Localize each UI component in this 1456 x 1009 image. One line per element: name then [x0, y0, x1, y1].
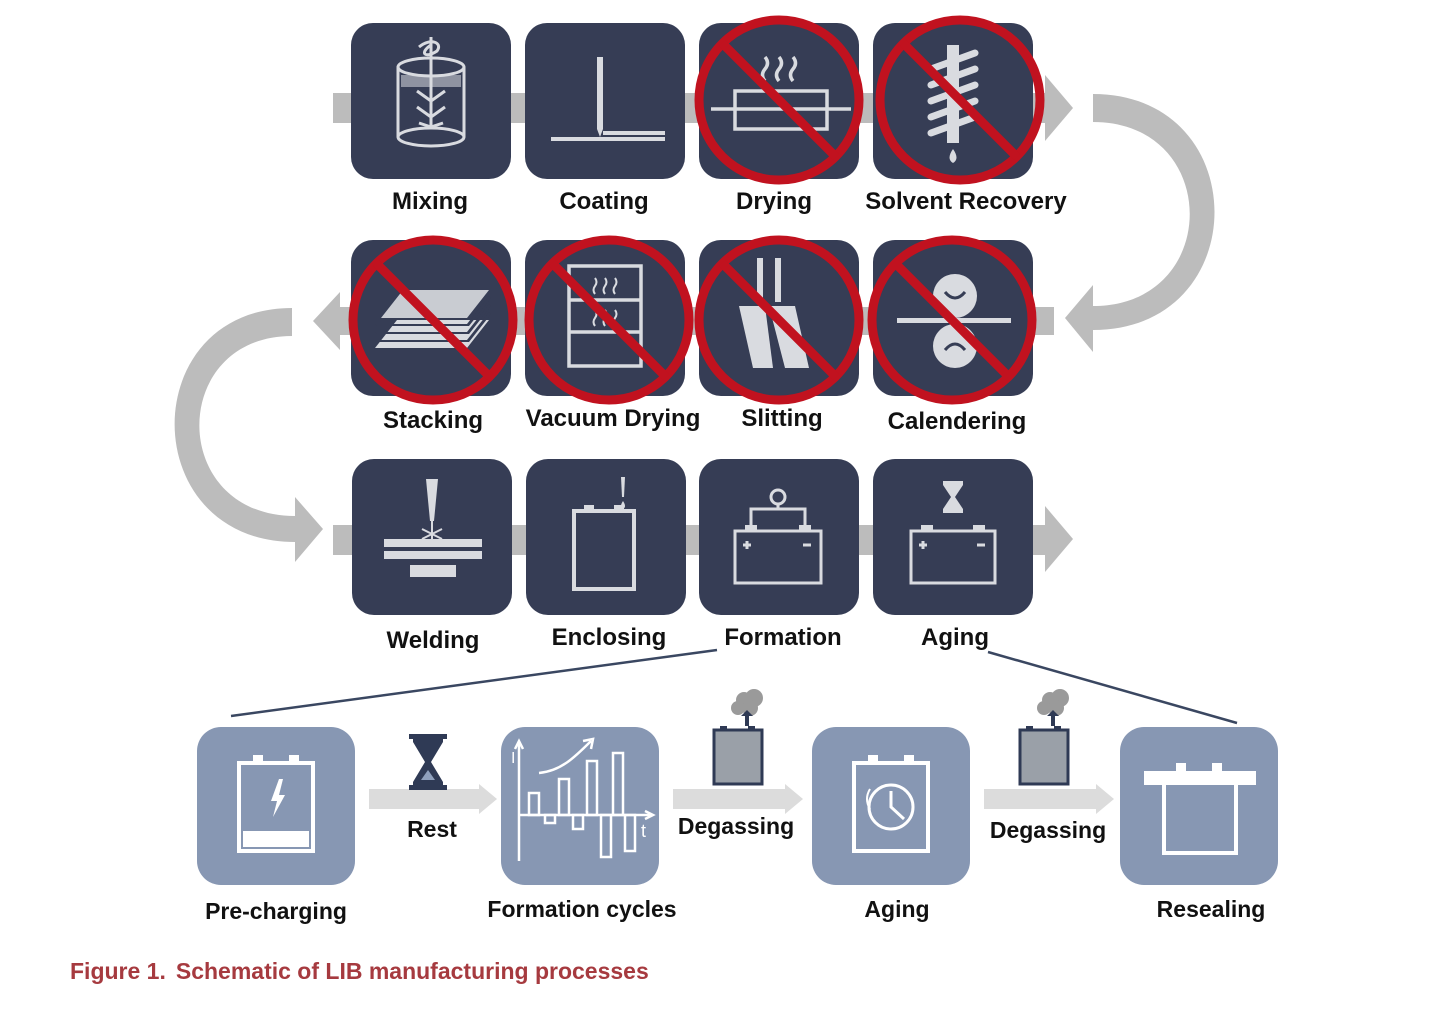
step-slitting-tile	[699, 240, 859, 396]
battery-aging-icon	[909, 481, 997, 585]
figure-number: Figure 1.	[70, 958, 166, 984]
cell-enclosure-icon	[572, 477, 636, 591]
step-welding-tile	[352, 459, 512, 615]
step-vacuum-drying-tile	[525, 240, 685, 396]
calender-rollers-icon	[897, 274, 1011, 368]
resealing-label: Resealing	[1156, 896, 1266, 922]
formation-cycles-tile: I t	[501, 727, 659, 885]
degassing-label-1: Degassing	[677, 813, 795, 839]
aging-clock-cell-icon	[852, 755, 930, 853]
step-mixing-label: Mixing	[392, 188, 468, 215]
degassing-arrow-2-shaft	[984, 789, 1096, 809]
figure-caption-text: Schematic of LIB manufacturing processes	[175, 958, 649, 984]
step-calendering-label: Calendering	[887, 408, 1027, 435]
current-axis-label: I	[511, 750, 515, 767]
step-enclosing-label: Enclosing	[551, 624, 667, 651]
step-coating-label: Coating	[559, 188, 649, 215]
resealing-tile	[1120, 727, 1278, 885]
step-aging-tile	[873, 459, 1033, 615]
step-solvent-recovery-tile	[873, 23, 1033, 179]
battery-formation-icon	[733, 488, 823, 585]
stacked-sheets-icon	[375, 290, 491, 348]
step-drying-tile	[699, 23, 859, 179]
time-axis-label: t	[641, 821, 646, 841]
step-drying-label: Drying	[735, 188, 813, 215]
degassing-cell-icon	[712, 689, 764, 786]
degassing-arrowhead-1	[785, 784, 803, 814]
step-welding-label: Welding	[386, 627, 480, 654]
right-uturn-arrow	[1065, 94, 1215, 352]
step-vacuum-drying-label: Vacuum Drying	[525, 405, 701, 432]
row2-arrowhead	[313, 292, 340, 350]
formation-detail-connector-right	[987, 650, 1238, 725]
rest-arrowhead	[479, 784, 497, 814]
left-uturn-arrow	[174, 308, 323, 562]
hourglass-icon	[409, 734, 447, 790]
step-stacking-tile	[351, 240, 511, 396]
drying-oven-icon	[711, 55, 851, 131]
rest-arrow-shaft	[369, 789, 479, 809]
aging-detail-label: Aging	[864, 896, 930, 922]
vacuum-drying-oven-icon	[567, 264, 643, 368]
figure-caption: Figure 1. Schematic of LIB manufacturing …	[70, 958, 659, 985]
slitting-icon	[739, 258, 809, 368]
step-enclosing-tile	[526, 459, 686, 615]
degassing-arrowhead-2	[1096, 784, 1114, 814]
resealing-cell-icon	[1144, 763, 1256, 855]
laser-welding-icon	[384, 479, 482, 577]
pre-charging-label: Pre-charging	[205, 898, 347, 924]
degassing-arrow-1-shaft	[673, 789, 785, 809]
step-slitting-label: Slitting	[741, 405, 823, 432]
rest-label: Rest	[407, 816, 457, 842]
step-formation-tile	[699, 459, 859, 615]
formation-cycles-label: Formation cycles	[487, 896, 677, 922]
formation-cycles-chart-icon: I t	[511, 737, 656, 861]
degassing-cell-icon	[1018, 689, 1070, 786]
step-solvent-recovery-label: Solvent Recovery	[865, 188, 1067, 215]
step-formation-label: Formation	[724, 624, 842, 651]
coating-blade-icon	[551, 57, 665, 141]
pre-charging-tile	[197, 727, 355, 885]
step-mixing-tile	[351, 23, 511, 179]
degassing-label-2: Degassing	[989, 817, 1107, 843]
row3-arrowhead	[1045, 506, 1073, 572]
formation-detail-connector-left	[230, 648, 718, 718]
solvent-recovery-icon	[927, 45, 979, 163]
step-aging-label: Aging	[921, 624, 989, 651]
step-coating-tile	[525, 23, 685, 179]
row1-arrowhead	[1045, 75, 1073, 141]
step-stacking-label: Stacking	[382, 407, 484, 434]
mixer-icon	[396, 37, 466, 148]
aging-detail-tile	[812, 727, 970, 885]
pre-charging-cell-icon	[237, 755, 315, 853]
step-calendering-tile	[873, 240, 1033, 396]
